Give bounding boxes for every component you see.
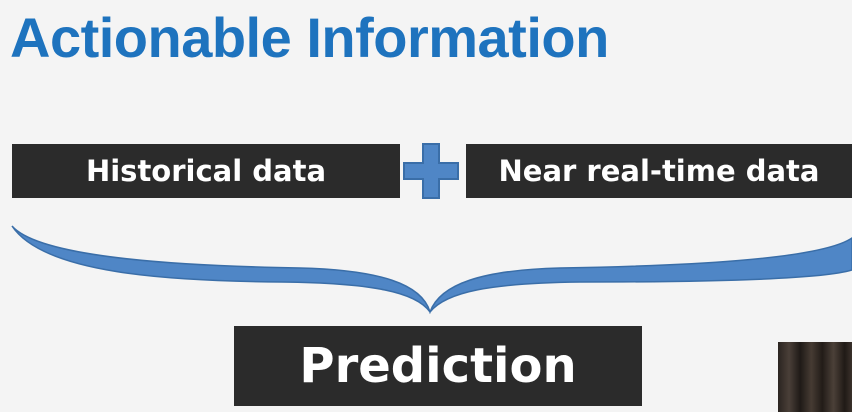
slide-title: Actionable Information	[10, 6, 609, 69]
historical-data-box: Historical data	[12, 144, 400, 198]
prediction-box: Prediction	[234, 326, 642, 406]
curly-brace-icon	[11, 225, 852, 314]
near-real-time-data-label: Near real-time data	[498, 154, 820, 188]
plus-icon	[403, 143, 459, 199]
near-real-time-data-box: Near real-time data	[466, 144, 852, 198]
historical-data-label: Historical data	[85, 154, 327, 188]
speaker-video-thumbnail	[778, 342, 852, 412]
prediction-label: Prediction	[299, 338, 577, 394]
